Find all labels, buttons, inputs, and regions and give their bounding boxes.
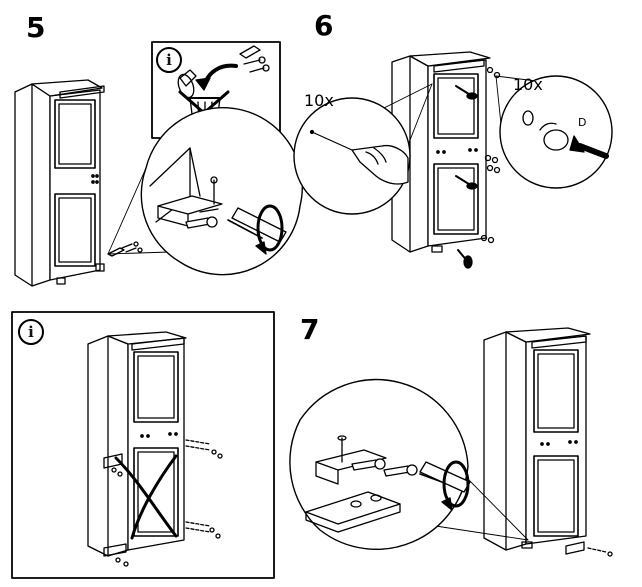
step-6-left-count: 10x [304,91,334,110]
step7-appliance [483,327,613,557]
step-6-label-d: D [578,116,587,129]
step-6-right-count: 10x [513,75,543,94]
step5-appliance [14,79,143,287]
step-5-number: 5 [26,11,46,44]
step-6-number: 6 [314,9,334,42]
info-icon-bottom: i [18,319,44,345]
step5-zoom-detail [107,107,303,276]
info-icon-step5: i [156,47,182,73]
step7-zoom-detail [289,378,529,550]
bottom-info-panel [11,311,275,579]
step6-appliance [391,51,501,269]
step6-zoom-left [293,83,433,215]
step-7-number: 7 [300,313,320,346]
step6-zoom-right [495,75,613,189]
